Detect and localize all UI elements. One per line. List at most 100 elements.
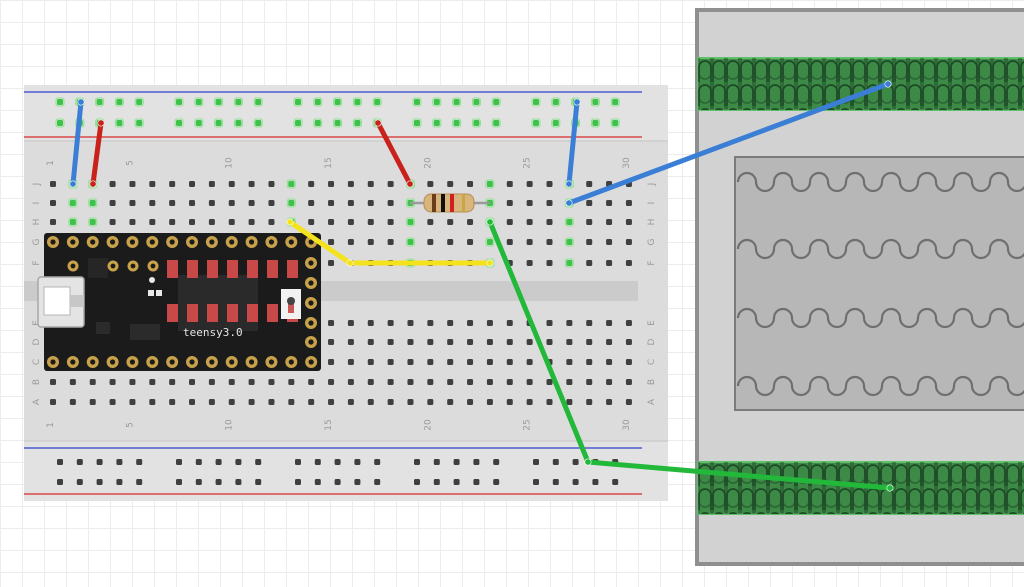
- rail-hole: [473, 459, 480, 465]
- rail-hole: [552, 99, 559, 105]
- row-label: C: [647, 359, 657, 365]
- breadboard-hole: [367, 181, 374, 187]
- breadboard-hole: [347, 339, 354, 345]
- rail-hole: [295, 459, 301, 465]
- breadboard-hole: [546, 260, 553, 266]
- row-label: H: [32, 219, 42, 226]
- rail-hole: [57, 479, 63, 485]
- breadboard-hole: [308, 200, 315, 206]
- breadboard-hole: [486, 181, 493, 187]
- breadboard-hole: [169, 219, 176, 225]
- breadboard-hole: [606, 239, 613, 245]
- rail-hole: [295, 99, 301, 105]
- red-jumper-wire-left[interactable]: [90, 120, 104, 187]
- wire-endpoint: [884, 80, 892, 88]
- rail-hole: [414, 99, 420, 105]
- breadboard-hole: [506, 181, 513, 187]
- row-label: G: [647, 238, 657, 245]
- breadboard-hole: [467, 379, 474, 385]
- teensy-board: teensy3.0: [37, 233, 321, 371]
- breadboard-hole: [328, 339, 335, 345]
- wire-endpoint: [77, 98, 85, 106]
- breadboard-hole: [387, 200, 394, 206]
- rail-hole: [195, 120, 202, 126]
- breadboard-hole: [387, 219, 394, 225]
- rail-hole: [414, 479, 420, 485]
- breadboard-hole: [387, 399, 394, 405]
- breadboard-hole: [109, 219, 116, 225]
- breadboard-hole: [109, 200, 116, 206]
- breadboard-hole: [526, 339, 533, 345]
- breadboard-hole: [367, 219, 374, 225]
- breadboard-hole: [347, 359, 354, 365]
- blue-wire-to-sensor-top[interactable]: [566, 81, 891, 206]
- rail-hole: [334, 120, 341, 126]
- row-label: G: [32, 238, 42, 245]
- breadboard-hole: [347, 399, 354, 405]
- breadboard-hole: [506, 219, 513, 225]
- rail-hole: [195, 99, 202, 105]
- chip-pad: [207, 260, 218, 278]
- breadboard-hole: [308, 181, 315, 187]
- wire-endpoint: [584, 458, 592, 466]
- rail-hole: [255, 99, 262, 105]
- breadboard-hole: [467, 320, 474, 326]
- rail-hole: [433, 459, 440, 465]
- breadboard-hole: [328, 359, 335, 365]
- breadboard-hole: [566, 320, 573, 326]
- breadboard-hole: [288, 181, 295, 187]
- breadboard-hole: [248, 379, 255, 385]
- breadboard-hole: [228, 200, 235, 206]
- rail-hole: [255, 459, 262, 465]
- resistor: [410, 193, 490, 213]
- rail-hole: [255, 479, 262, 485]
- rail-hole: [473, 479, 480, 485]
- rail-hole: [235, 99, 242, 105]
- breadboard-hole: [268, 219, 275, 225]
- breadboard-hole: [308, 219, 315, 225]
- serpentine-trace: [736, 171, 1024, 397]
- rail-hole: [453, 99, 460, 105]
- breadboard-hole: [109, 399, 116, 405]
- rail-hole: [473, 99, 480, 105]
- breadboard-hole: [268, 379, 275, 385]
- breadboard-hole: [625, 379, 632, 385]
- breadboard-hole: [586, 320, 593, 326]
- column-label: 15: [324, 157, 334, 168]
- sensor-trace-area: [734, 156, 1024, 411]
- breadboard-hole: [606, 359, 613, 365]
- rail-hole: [473, 120, 480, 126]
- breadboard-hole: [109, 379, 116, 385]
- rail-hole: [136, 120, 143, 126]
- breadboard-hole: [89, 219, 96, 225]
- breadboard-hole: [129, 200, 136, 206]
- rail-hole: [552, 479, 559, 485]
- breadboard-hole: [169, 379, 176, 385]
- rail-hole: [176, 120, 182, 126]
- breadboard-hole: [526, 379, 533, 385]
- rail-hole: [235, 479, 242, 485]
- breadboard-hole: [129, 219, 136, 225]
- rail-hole: [136, 479, 143, 485]
- chip-pad: [187, 260, 198, 278]
- blue-jumper-wire-left[interactable]: [70, 99, 84, 187]
- blue-jumper-wire-right[interactable]: [566, 99, 580, 187]
- wire-endpoints: [69, 80, 894, 492]
- wire-endpoint: [406, 180, 414, 188]
- breadboard-hole: [308, 379, 315, 385]
- row-label: I: [647, 202, 657, 205]
- rail-hole: [612, 479, 619, 485]
- red-jumper-wire-middle[interactable]: [375, 120, 413, 187]
- column-label: 25: [523, 157, 533, 168]
- chip-pad: [207, 304, 218, 322]
- breadboard-hole: [546, 399, 553, 405]
- breadboard-hole: [347, 219, 354, 225]
- breadboard-hole: [288, 379, 295, 385]
- breadboard-hole: [566, 219, 573, 225]
- breadboard-hole: [606, 379, 613, 385]
- column-label: 1: [46, 160, 56, 166]
- breadboard-hole: [149, 200, 156, 206]
- breadboard-hole: [486, 379, 493, 385]
